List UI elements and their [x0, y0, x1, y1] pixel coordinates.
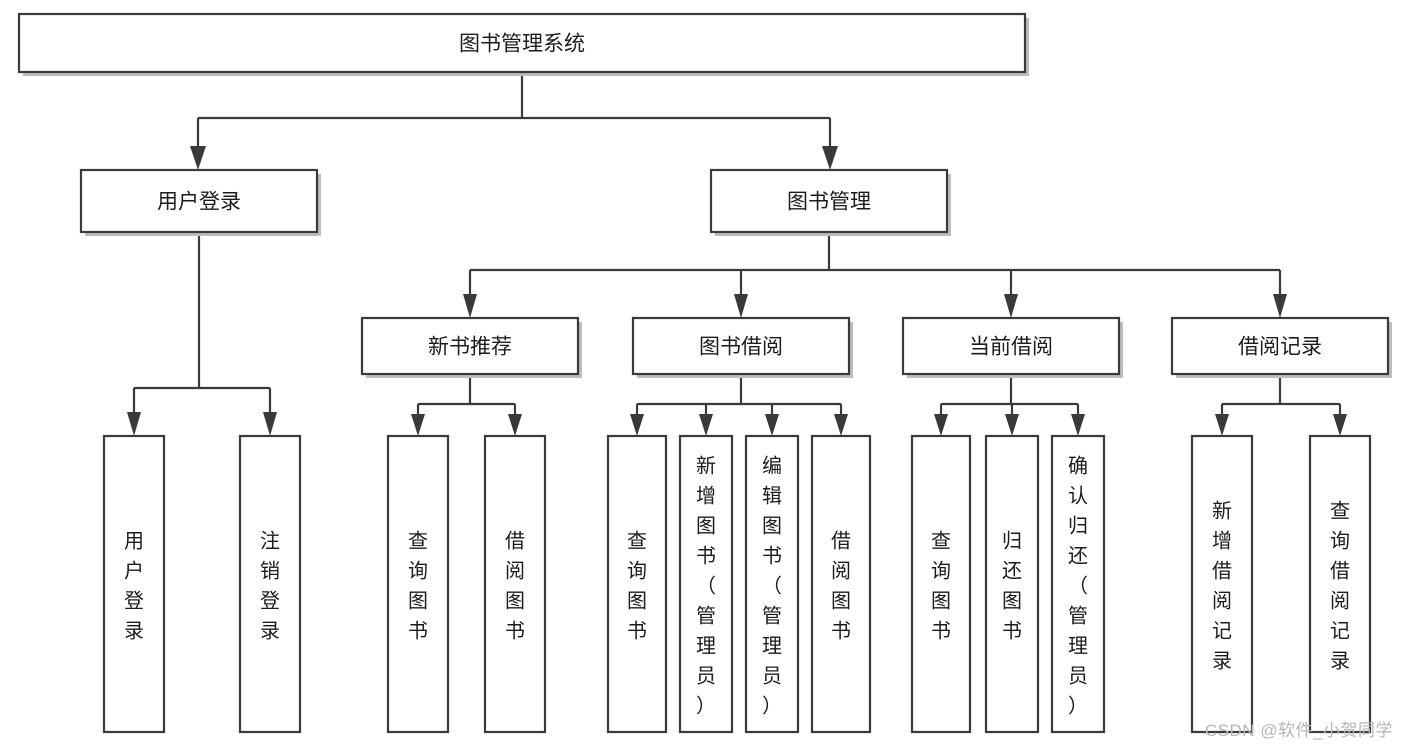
arrow-root-to-userlogin-icon [190, 146, 206, 170]
node-leaf-borrow-book-a-label: 借阅图书 [505, 529, 525, 642]
node-leaf-query-book-c-label: 查询图书 [931, 529, 951, 642]
arrow-to-current-borrow-icon [1004, 294, 1018, 318]
node-root-label: 图书管理系统 [459, 33, 585, 56]
node-new-book-rec[interactable]: 新书推荐 [360, 316, 582, 378]
node-leaf-borrow-book-b-label: 借阅图书 [831, 529, 851, 642]
node-leaf-query-book-c[interactable]: 查询图书 [910, 434, 972, 734]
arrow-leaf-return-book-icon [1005, 414, 1019, 436]
arrow-leaf-query-record-icon [1333, 414, 1347, 436]
node-current-borrow-box [901, 316, 1121, 376]
node-leaf-add-record[interactable]: 新增借阅记录 [1190, 434, 1254, 734]
arrow-to-book-borrow-icon [734, 294, 748, 318]
node-leaf-logout-box [238, 434, 302, 734]
node-root[interactable]: 图书管理系统 [17, 12, 1029, 76]
node-user-login-label: 用户登录 [157, 191, 241, 214]
node-current-borrow[interactable]: 当前借阅 [901, 316, 1123, 378]
node-root-box [17, 12, 1027, 74]
arrow-leaf-query-book-a-icon [411, 414, 425, 436]
node-leaf-query-book-a[interactable]: 查询图书 [386, 434, 450, 734]
node-leaf-query-book-c-box [910, 434, 972, 734]
node-leaf-query-record-box [1308, 434, 1372, 734]
arrow-leaf-query-book-c-icon [934, 414, 948, 436]
node-leaf-logout-label: 注销登录 [260, 529, 280, 642]
node-leaf-return-book-box [984, 434, 1040, 734]
node-leaf-query-book-b-box [606, 434, 668, 734]
node-leaf-edit-book-box [744, 434, 800, 734]
arrow-leaf-borrow-book-b-icon [834, 414, 848, 436]
arrow-leaf-edit-book-icon [765, 414, 779, 436]
node-leaf-user-login-label: 用户登录 [124, 530, 144, 642]
node-leaf-confirm-return[interactable]: 确认归还（管理员） [1050, 434, 1106, 734]
node-leaf-query-book-b-label: 查询图书 [627, 529, 647, 642]
node-user-login-box [79, 168, 319, 234]
node-leaf-query-record[interactable]: 查询借阅记录 [1308, 434, 1372, 734]
node-new-book-rec-label: 新书推荐 [428, 336, 512, 359]
node-leaf-edit-book-label: 编辑图书（管理员） [762, 454, 782, 717]
node-user-login[interactable]: 用户登录 [79, 168, 321, 236]
node-leaf-add-book[interactable]: 新增图书（管理员） [678, 434, 734, 734]
node-new-book-rec-box [360, 316, 580, 376]
node-leaf-add-book-box [678, 434, 734, 734]
node-leaf-return-book[interactable]: 归还图书 [984, 434, 1040, 734]
node-leaf-user-login-box [102, 434, 166, 734]
arrow-leaf-add-book-icon [699, 414, 713, 436]
node-borrow-record-box [1170, 316, 1390, 376]
node-leaf-borrow-book-b-box [810, 434, 872, 734]
arrow-leaf-confirm-return-icon [1071, 414, 1085, 436]
node-borrow-record-label: 借阅记录 [1238, 336, 1322, 359]
arrow-to-new-book-rec-icon [463, 294, 477, 318]
arrow-leaf-query-book-b-icon [630, 414, 644, 436]
node-leaf-confirm-return-box [1050, 434, 1106, 734]
node-leaf-borrow-book-a[interactable]: 借阅图书 [483, 434, 547, 734]
node-leaf-query-record-label: 查询借阅记录 [1330, 499, 1350, 672]
node-leaf-query-book-a-box [386, 434, 450, 734]
arrow-leaf-user-login-icon [127, 412, 141, 436]
edge-layer [127, 72, 1347, 436]
arrow-leaf-borrow-book-a-icon [508, 414, 522, 436]
node-book-borrow[interactable]: 图书借阅 [631, 316, 853, 378]
node-leaf-borrow-book-a-box [483, 434, 547, 734]
csdn-watermark: CSDN @软件_小贺同学 [1204, 721, 1393, 740]
arrow-to-borrow-record-icon [1273, 294, 1287, 318]
node-leaf-return-book-label: 归还图书 [1002, 529, 1022, 642]
node-book-manage[interactable]: 图书管理 [709, 168, 951, 236]
node-leaf-query-book-b[interactable]: 查询图书 [606, 434, 668, 734]
node-book-borrow-label: 图书借阅 [699, 336, 783, 359]
node-book-manage-box [709, 168, 949, 234]
node-leaf-add-record-box [1190, 434, 1254, 734]
arrow-root-to-bookmanage-icon [822, 146, 838, 170]
node-leaf-edit-book[interactable]: 编辑图书（管理员） [744, 434, 800, 734]
arrow-leaf-logout-icon [263, 412, 277, 436]
arrow-leaf-add-record-icon [1215, 414, 1229, 436]
node-book-manage-label: 图书管理 [787, 191, 871, 214]
node-leaf-confirm-return-label: 确认归还（管理员） [1068, 454, 1088, 717]
node-leaf-logout[interactable]: 注销登录 [238, 434, 302, 734]
node-borrow-record[interactable]: 借阅记录 [1170, 316, 1392, 378]
node-current-borrow-label: 当前借阅 [969, 336, 1053, 359]
node-leaf-borrow-book-b[interactable]: 借阅图书 [810, 434, 872, 734]
node-leaf-query-book-a-label: 查询图书 [408, 529, 428, 642]
node-book-borrow-box [631, 316, 851, 376]
node-leaf-add-record-label: 新增借阅记录 [1212, 499, 1232, 672]
node-leaf-add-book-label: 新增图书（管理员） [696, 454, 716, 717]
node-leaf-user-login[interactable]: 用户登录 [102, 434, 166, 734]
